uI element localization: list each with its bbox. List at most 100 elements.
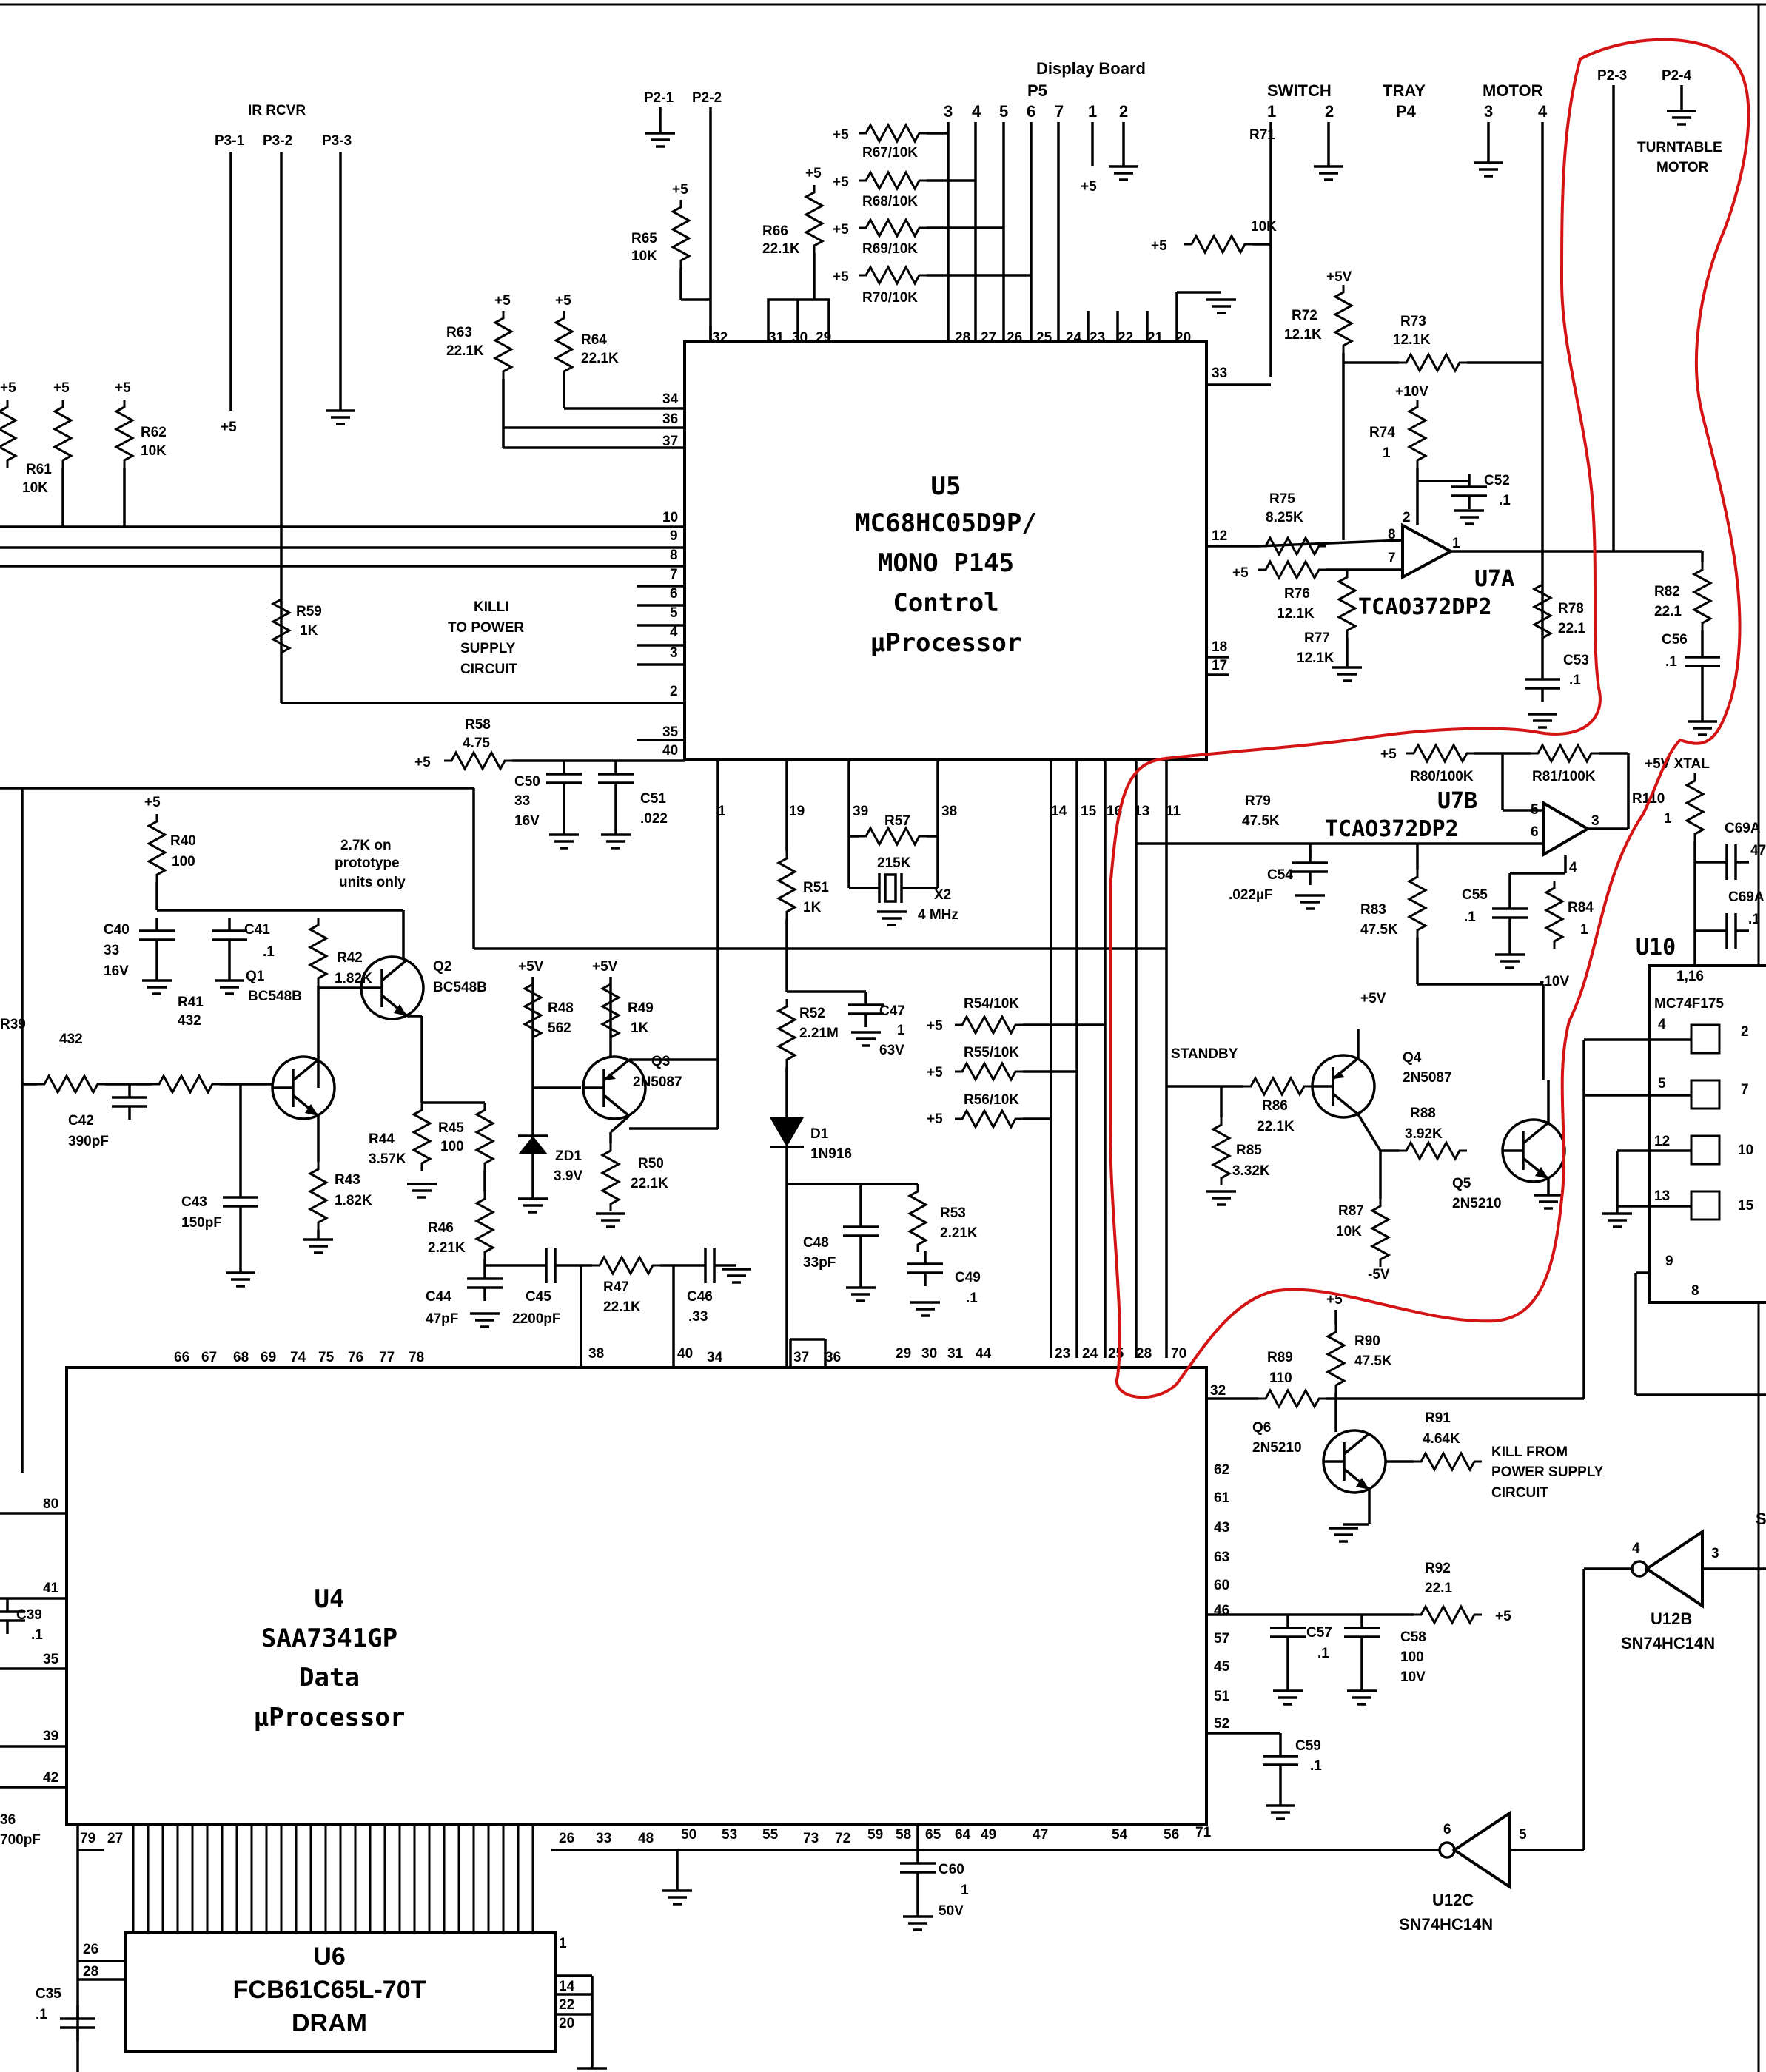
svg-text:R62: R62 — [141, 425, 167, 440]
svg-text:C51: C51 — [640, 791, 666, 807]
svg-text:Q3: Q3 — [651, 1054, 670, 1069]
svg-text:4: 4 — [972, 102, 981, 121]
svg-text:C69A: C69A — [1725, 821, 1761, 836]
svg-text:R44: R44 — [369, 1131, 395, 1147]
svg-text:34: 34 — [707, 1350, 723, 1365]
svg-text:38: 38 — [588, 1346, 604, 1362]
svg-text:.33: .33 — [688, 1309, 708, 1325]
svg-text:U12C: U12C — [1432, 1891, 1474, 1909]
svg-text:5: 5 — [999, 102, 1008, 121]
svg-text:R91: R91 — [1425, 1410, 1451, 1426]
svg-text:R43: R43 — [335, 1172, 360, 1188]
svg-text:17: 17 — [1212, 658, 1227, 673]
svg-text:MOTOR: MOTOR — [1656, 160, 1709, 175]
svg-text:47.5K: 47.5K — [1354, 1353, 1392, 1369]
svg-text:24: 24 — [1082, 1346, 1098, 1362]
svg-text:47: 47 — [1750, 843, 1766, 858]
svg-text:22.1: 22.1 — [1654, 604, 1682, 619]
svg-text:1.82K: 1.82K — [335, 971, 372, 986]
svg-text:R65: R65 — [631, 231, 657, 246]
svg-text:4.64K: 4.64K — [1423, 1431, 1460, 1447]
svg-text:29: 29 — [816, 330, 831, 346]
svg-text:50V: 50V — [939, 1903, 964, 1919]
svg-text:1: 1 — [961, 1883, 969, 1898]
killi-section: R59 1K KILLI TO POWER SUPPLY CIRCUIT — [272, 591, 524, 677]
svg-text:R39: R39 — [0, 1017, 26, 1032]
svg-text:5: 5 — [1519, 1827, 1527, 1843]
svg-text:Data: Data — [299, 1663, 360, 1692]
svg-text:MC68HC05D9P/: MC68HC05D9P/ — [855, 508, 1037, 538]
svg-text:IR RCVR: IR RCVR — [248, 103, 306, 118]
svg-text:1.82K: 1.82K — [335, 1193, 372, 1208]
svg-text:29: 29 — [896, 1346, 911, 1362]
svg-text:R92: R92 — [1425, 1561, 1451, 1576]
svg-text:FCB61C65L-70T: FCB61C65L-70T — [233, 1976, 426, 2004]
svg-text:4: 4 — [1538, 102, 1548, 121]
svg-text:P2-3: P2-3 — [1597, 68, 1627, 84]
svg-text:37: 37 — [662, 434, 678, 449]
svg-text:1K: 1K — [631, 1020, 649, 1036]
svg-text:.1: .1 — [263, 944, 275, 960]
svg-text:6: 6 — [1443, 1822, 1451, 1837]
svg-text:R54/10K: R54/10K — [964, 996, 1019, 1012]
svg-text:DRAM: DRAM — [292, 2009, 367, 2037]
svg-text:U7B: U7B — [1437, 788, 1477, 814]
svg-text:+5V: +5V — [518, 959, 544, 975]
svg-text:2N5210: 2N5210 — [1452, 1196, 1502, 1211]
svg-text:4: 4 — [670, 625, 678, 640]
svg-text:R55/10K: R55/10K — [964, 1045, 1019, 1060]
svg-text:33: 33 — [104, 943, 119, 958]
svg-text:16V: 16V — [514, 813, 540, 829]
svg-text:R89: R89 — [1267, 1350, 1293, 1365]
svg-text:.1: .1 — [1569, 673, 1581, 688]
svg-text:+5: +5 — [555, 293, 571, 309]
svg-text:3: 3 — [670, 645, 678, 661]
svg-text:9: 9 — [670, 528, 678, 544]
svg-text:40: 40 — [662, 743, 678, 758]
svg-text:45: 45 — [1214, 1659, 1230, 1675]
svg-text:14: 14 — [559, 1979, 575, 1994]
svg-text:R77: R77 — [1304, 630, 1330, 646]
svg-text:1: 1 — [559, 1936, 567, 1951]
svg-text:2: 2 — [1741, 1024, 1749, 1040]
svg-text:POWER SUPPLY: POWER SUPPLY — [1491, 1464, 1604, 1480]
svg-text:D1: D1 — [810, 1126, 829, 1142]
svg-text:+5: +5 — [833, 269, 849, 285]
svg-text:10K: 10K — [631, 249, 657, 264]
svg-text:R86: R86 — [1262, 1098, 1288, 1114]
svg-text:SUPPLY: SUPPLY — [460, 641, 516, 656]
svg-text:5: 5 — [1658, 1076, 1666, 1092]
pullup-resistors-r67-r70: +5 R67/10K +5 R68/10K +5 R69/10K +5 R70/… — [833, 124, 1031, 306]
svg-text:+5: +5 — [494, 293, 511, 309]
svg-text:+5V: +5V — [1360, 991, 1386, 1006]
svg-text:C57: C57 — [1306, 1625, 1332, 1641]
svg-text:C56: C56 — [1662, 632, 1688, 648]
svg-text:28: 28 — [1136, 1346, 1152, 1362]
svg-text:3: 3 — [1484, 102, 1493, 121]
svg-text:10V: 10V — [1400, 1669, 1426, 1685]
svg-text:1: 1 — [718, 804, 726, 819]
svg-text:C46: C46 — [687, 1289, 713, 1305]
svg-text:10K: 10K — [22, 480, 48, 496]
svg-text:28: 28 — [955, 330, 970, 346]
svg-text:40: 40 — [677, 1346, 693, 1362]
svg-text:6: 6 — [670, 586, 678, 602]
svg-text:42: 42 — [43, 1770, 58, 1786]
svg-text:.1: .1 — [1499, 493, 1511, 508]
svg-text:+5: +5 — [1151, 238, 1167, 254]
svg-text:R88: R88 — [1410, 1106, 1436, 1121]
svg-text:+5: +5 — [672, 182, 688, 198]
svg-text:2: 2 — [1119, 102, 1128, 121]
svg-text:.1: .1 — [1310, 1758, 1322, 1774]
svg-text:3.57K: 3.57K — [369, 1151, 406, 1167]
svg-text:CIRCUIT: CIRCUIT — [460, 662, 517, 677]
svg-text:2: 2 — [1325, 102, 1334, 121]
svg-text:2N5087: 2N5087 — [633, 1074, 682, 1090]
svg-text:R74: R74 — [1369, 425, 1395, 440]
svg-text:1,16: 1,16 — [1676, 969, 1704, 984]
svg-text:+5: +5 — [221, 420, 237, 435]
svg-text:R63: R63 — [446, 325, 472, 340]
svg-text:2: 2 — [670, 684, 678, 699]
svg-text:R57: R57 — [884, 813, 910, 829]
svg-text:R68/10K: R68/10K — [862, 194, 918, 209]
